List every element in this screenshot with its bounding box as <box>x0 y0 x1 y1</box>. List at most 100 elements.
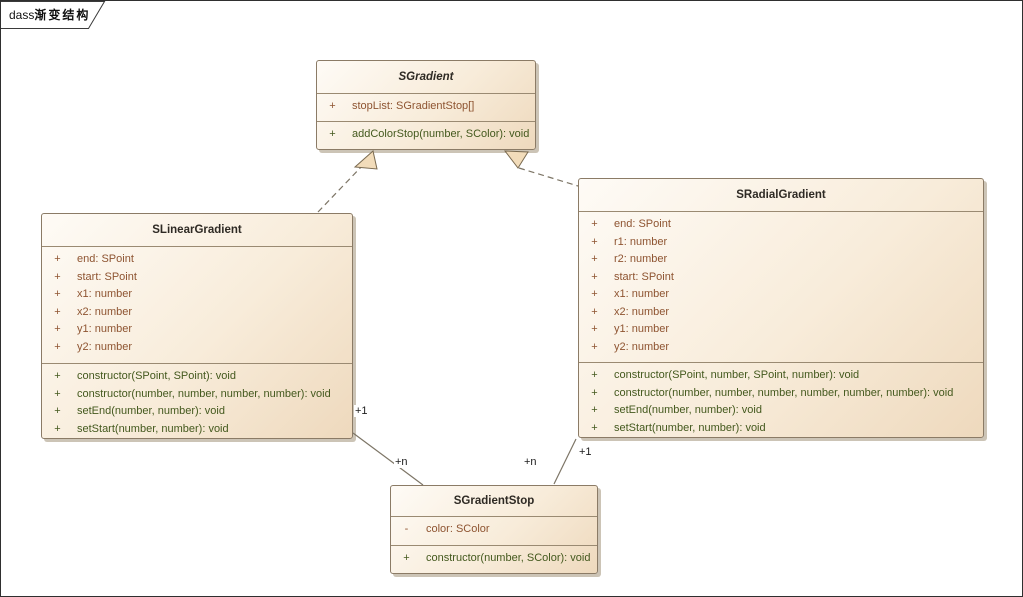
member-row: + constructor(SPoint, number, SPoint, num… <box>579 367 983 385</box>
visibility-sign: + <box>54 323 61 335</box>
multiplicity-label-radial-n: +n <box>523 456 538 468</box>
member-text: end: SPoint <box>614 218 671 230</box>
attributes-section: - color: SColor <box>391 517 597 546</box>
member-row: + end: SPoint <box>579 216 983 234</box>
visibility-sign: + <box>54 387 61 400</box>
visibility-sign: + <box>54 253 61 265</box>
member-text: r1: number <box>614 235 668 248</box>
class-sgradientstop[interactable]: SGradientStop - color: SColor + constructo… <box>390 485 598 574</box>
member-row: + x2: number <box>579 304 983 322</box>
member-text: start: SPoint <box>614 270 674 283</box>
member-row: + x1: number <box>579 286 983 304</box>
member-text: y1: number <box>77 323 133 335</box>
association-connector-radial-stop[interactable] <box>553 438 577 485</box>
member-text: addColorStop(number, SColor): void <box>352 128 530 140</box>
visibility-sign: - <box>404 523 409 535</box>
member-row: + setEnd(number, number): void <box>42 403 352 421</box>
inheritance-arrow-icon <box>503 150 529 169</box>
member-text: x1: number <box>77 288 133 300</box>
member-text: start: SPoint <box>77 270 137 283</box>
class-title: SGradientStop <box>391 486 597 517</box>
member-text: y2: number <box>614 340 670 353</box>
member-row: + start: SPoint <box>579 269 983 287</box>
visibility-sign: + <box>591 235 598 248</box>
class-sgradient[interactable]: SGradient +stopList: SGradientStop[] +ad… <box>316 60 536 150</box>
visibility-sign: + <box>591 340 598 353</box>
member-text: constructor(SPoint, number, SPoint, numb… <box>614 369 860 381</box>
member-row: +stopList: SGradientStop[] <box>317 98 535 116</box>
member-text: end: SPoint <box>77 253 134 265</box>
member-text: x2: number <box>77 305 133 318</box>
multiplicity-label-radial-one: +1 <box>578 446 593 458</box>
member-row: + r2: number <box>579 251 983 269</box>
visibility-sign: + <box>403 552 410 564</box>
class-title: SLinearGradient <box>42 214 352 247</box>
member-row: + addColorStop(number, SColor): void <box>317 126 535 144</box>
member-text: color: SColor <box>426 523 490 535</box>
multiplicity-label-linear-one: +1 <box>354 405 369 417</box>
member-row: +setEnd(number, number): void <box>579 402 983 420</box>
member-row: + y1: number <box>579 321 983 339</box>
visibility-sign: + <box>54 270 61 283</box>
realization-connector-radial[interactable] <box>518 167 579 187</box>
member-text: constructor(number, number, number, numb… <box>77 387 331 400</box>
operations-section: + constructor(SPoint, SPoint): void + const… <box>42 364 352 438</box>
member-row: - color: SColor <box>391 521 597 539</box>
attributes-section: + end: SPoint + r1: number + r2: number + start… <box>579 212 983 363</box>
visibility-sign: + <box>54 288 61 300</box>
member-text: x1: number <box>614 288 670 300</box>
member-row: + x2: number <box>42 304 352 322</box>
diagram-title-prefix: dass <box>9 8 35 22</box>
member-text: setStart(number, number): void <box>614 421 766 434</box>
member-row: + y1: number <box>42 321 352 339</box>
member-text: x2: number <box>614 305 670 318</box>
member-text: setStart(number, number): void <box>77 422 229 435</box>
member-row: + setStart(number, number): void <box>579 420 983 438</box>
member-row: + constructor(number, number, number, num… <box>42 386 352 404</box>
visibility-sign: + <box>54 370 61 382</box>
visibility-sign: + <box>591 323 598 335</box>
member-row: + r1: number <box>579 234 983 252</box>
operations-section: + constructor(SPoint, number, SPoint, num… <box>579 363 983 437</box>
member-text: y2: number <box>77 340 133 353</box>
association-connector-linear-stop[interactable] <box>352 432 424 486</box>
inheritance-arrow-icon <box>353 150 378 170</box>
visibility-sign: + <box>54 305 61 318</box>
visibility-sign: + <box>591 421 598 434</box>
member-row: + constructor(SPoint, SPoint): void <box>42 368 352 386</box>
diagram-title: dass渐变结构 <box>9 6 90 23</box>
class-slineargradient[interactable]: SLinearGradient + end: SPoint + start: SPoi… <box>41 213 353 439</box>
attributes-section: +stopList: SGradientStop[] <box>317 94 535 122</box>
visibility-sign: + <box>591 369 598 381</box>
member-text: stopList: SGradientStop[] <box>352 100 475 112</box>
member-text: constructor(SPoint, SPoint): void <box>77 370 236 382</box>
attributes-section: + end: SPoint + start: SPoint + x1: number + x2… <box>42 247 352 364</box>
multiplicity-label-linear-n: +n <box>394 456 409 468</box>
class-title: SRadialGradient <box>579 179 983 212</box>
visibility-sign: + <box>329 128 336 140</box>
member-row: + y2: number <box>579 339 983 357</box>
member-row: + start: SPoint <box>42 269 352 287</box>
visibility-sign: + <box>591 270 598 283</box>
visibility-sign: + <box>591 253 598 265</box>
class-sradialgradient[interactable]: SRadialGradient +end: SPoint+r1: number+… <box>578 178 984 438</box>
visibility-sign: + <box>591 218 598 230</box>
member-text: setEnd(number, number): void <box>77 405 225 417</box>
visibility-sign: + <box>54 422 61 435</box>
visibility-sign: + <box>54 405 61 417</box>
visibility-sign: + <box>591 386 598 399</box>
member-text: constructor(number, SColor): void <box>426 552 591 564</box>
member-row: + end: SPoint <box>42 251 352 269</box>
member-text: y1: number <box>614 323 670 335</box>
operations-section: + addColorStop(number, SColor): void <box>317 122 535 149</box>
visibility-sign: + <box>591 288 598 300</box>
visibility-sign: + <box>591 305 598 318</box>
member-row: + constructor(number, SColor): void <box>391 550 597 568</box>
realization-connector-linear[interactable] <box>317 164 364 213</box>
member-text: constructor(number, number, number, numb… <box>614 386 954 399</box>
member-row: + constructor(number, number, number, num… <box>579 385 983 403</box>
member-text: r2: number <box>614 253 668 265</box>
visibility-sign: + <box>591 404 598 416</box>
member-row: + setStart(number, number): void <box>42 421 352 439</box>
